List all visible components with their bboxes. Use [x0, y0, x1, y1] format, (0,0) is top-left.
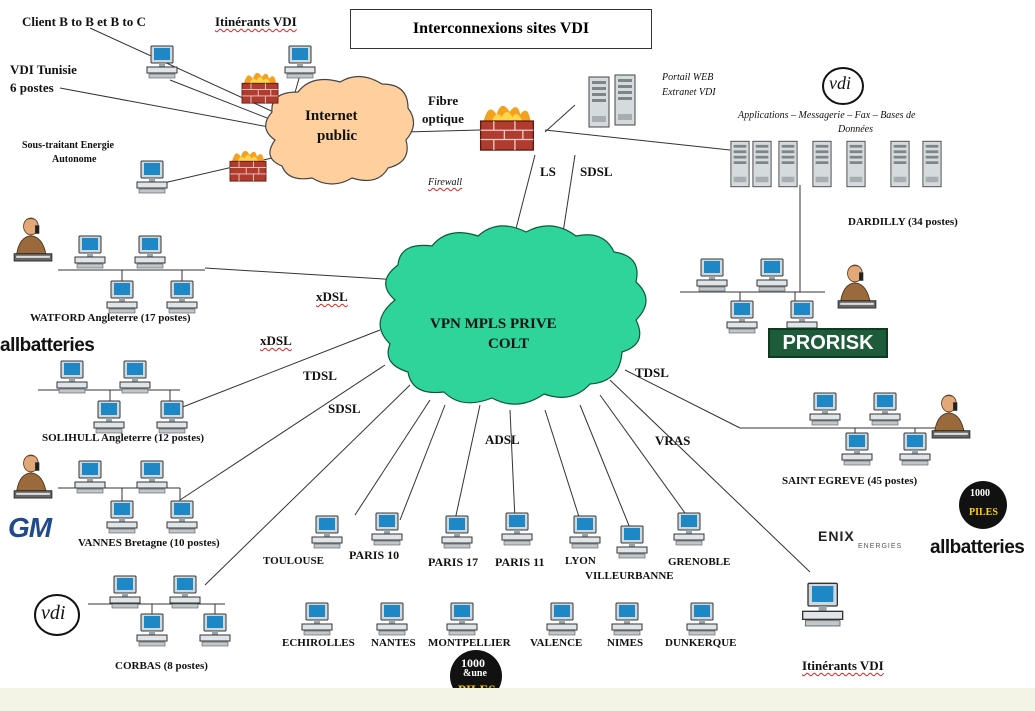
- internet-cloud: [265, 75, 415, 185]
- vpn-cloud: [379, 225, 647, 405]
- allbatteries-logo-left: allbatteries: [0, 335, 95, 357]
- city-grenoble: GRENOBLE: [668, 556, 731, 568]
- link-adsl: ADSL: [485, 432, 520, 447]
- piles-logos: [450, 481, 1007, 702]
- portail-label: Portail WEB: [662, 72, 714, 83]
- link-xdsl-1: xDSL: [316, 289, 348, 304]
- corbas-label: CORBAS (8 postes): [115, 660, 208, 672]
- link-sdsl-top: SDSL: [580, 164, 613, 179]
- solihull-label: SOLIHULL Angleterre (12 postes): [42, 432, 205, 444]
- city-echirolles: ECHIROLLES: [282, 637, 355, 649]
- watford-label: WATFORD Angleterre (17 postes): [30, 312, 191, 324]
- allbatteries-text: allbatteries: [0, 335, 95, 356]
- city-toulouse: TOULOUSE: [263, 555, 324, 567]
- allbatteries-logo-right: allbatteries: [930, 537, 1025, 559]
- apps-label-2: Données: [838, 124, 873, 135]
- link-vras: VRAS: [655, 433, 691, 448]
- prorisk-logo: PRORISK: [768, 328, 888, 358]
- link-sdsl-left: SDSL: [328, 401, 361, 416]
- client-b2b-label: Client B to B et B to C: [22, 14, 146, 29]
- vdi-tunisie-label: VDI Tunisie: [10, 62, 77, 77]
- vpn-cloud-label-2: COLT: [488, 336, 530, 352]
- enix-sub-logo: ENERGIES: [858, 543, 903, 550]
- city-villeurbanne: VILLEURBANNE: [585, 570, 674, 582]
- internet-cloud-label-1: Internet: [305, 108, 358, 124]
- city-paris-11: PARIS 11: [495, 555, 545, 569]
- sous-traitant-label: Sous-traitant Energie: [22, 140, 114, 151]
- city-valence: VALENCE: [530, 637, 583, 649]
- internet-cloud-label-2: public: [317, 128, 358, 144]
- city-nantes: NANTES: [371, 637, 416, 649]
- itinerants-top-label: Itinérants VDI: [215, 14, 297, 29]
- city-nimes: NIMES: [607, 637, 644, 649]
- vdi-logo-top: vdi: [829, 73, 851, 93]
- vdi-logo-bottom: vdi: [41, 602, 66, 624]
- piles-logo-bottom-2: &une: [463, 668, 487, 679]
- link-tdsl-left: TDSL: [303, 368, 337, 383]
- dardilly-label: DARDILLY (34 postes): [848, 216, 958, 228]
- piles-logo-right-3: PILES: [969, 507, 998, 518]
- apps-label: Applications – Messagerie – Fax – Bases …: [738, 110, 916, 121]
- vannes-label: VANNES Bretagne (10 postes): [78, 537, 220, 549]
- link-xdsl-2: xDSL: [260, 333, 292, 348]
- link-ls: LS: [540, 164, 556, 179]
- portail-label-2: Extranet VDI: [662, 87, 716, 98]
- itinerants-bottom-label: Itinérants VDI: [802, 658, 884, 673]
- fibre-label: Fibre: [428, 93, 459, 108]
- piles-logo-right-1: 1000: [970, 488, 990, 499]
- sous-traitant-sub: Autonome: [52, 154, 97, 165]
- city-paris-10: PARIS 10: [349, 548, 400, 562]
- firewall-label: Firewall: [428, 177, 463, 188]
- server-icons: [588, 74, 942, 188]
- vpn-cloud-label-1: VPN MPLS PRIVE: [430, 316, 557, 332]
- link-tdsl-right: TDSL: [635, 365, 669, 380]
- city-lyon: LYON: [565, 555, 596, 567]
- vdi-logos: [34, 67, 864, 636]
- saint-egreve-label: SAINT EGREVE (45 postes): [782, 475, 918, 487]
- vdi-tunisie-count: 6 postes: [10, 80, 54, 95]
- enix-logo: ENIX: [818, 528, 855, 544]
- fibre-label-2: optique: [422, 111, 464, 126]
- city-montpellier: MONTPELLIER: [428, 637, 511, 649]
- piles-logo-bottom-1: 1000: [461, 656, 485, 670]
- footer-band: [0, 688, 1035, 711]
- diagram-title: Interconnexions sites VDI: [350, 9, 652, 49]
- city-dunkerque: DUNKERQUE: [665, 637, 737, 649]
- gm-logo: GM: [8, 512, 52, 543]
- connection-lines: [38, 27, 935, 618]
- allbatteries-text: allbatteries: [930, 537, 1025, 558]
- city-paris-17: PARIS 17: [428, 555, 479, 569]
